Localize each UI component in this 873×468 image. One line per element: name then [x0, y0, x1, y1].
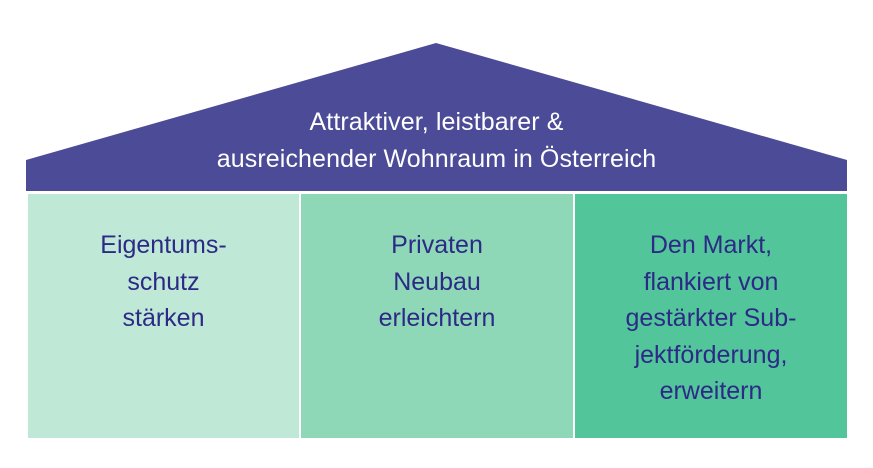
pillar-1-line-3: stärken — [122, 304, 205, 332]
pillar-3-line-1: Den Markt, — [649, 231, 773, 259]
pillar-3-line-2: flankiert von — [643, 267, 779, 296]
pillar-market-expansion: Den Markt, flankiert von gestärkter Sub-… — [575, 194, 847, 438]
pillar-3-line-5: erweitern — [659, 377, 763, 405]
pillar-1-line-1: Eigentums- — [100, 231, 227, 259]
pillar-3-line-3: gestärkter Sub- — [625, 304, 797, 332]
roof-title-line-1: Attraktiver, leistbarer & — [309, 108, 564, 136]
roof-title: Attraktiver, leistbarer & ausreichender … — [130, 104, 743, 178]
pillar-private-construction: Privaten Neubau erleichtern — [301, 194, 573, 438]
pillar-1-line-2: schutz — [127, 267, 200, 296]
pillar-2-line-2: Neubau — [393, 267, 481, 296]
roof-title-line-2: ausreichender Wohnraum in Österreich — [216, 145, 657, 173]
pillar-3-line-4: jektförderung, — [634, 340, 788, 369]
roof-shape — [26, 43, 847, 191]
roof-triangle — [26, 43, 847, 191]
pillar-ownership-protection: Eigentums- schutz stärken — [28, 194, 299, 438]
pillar-2-line-3: erleichtern — [378, 304, 496, 332]
pillar-2-line-1: Privaten — [391, 231, 483, 259]
